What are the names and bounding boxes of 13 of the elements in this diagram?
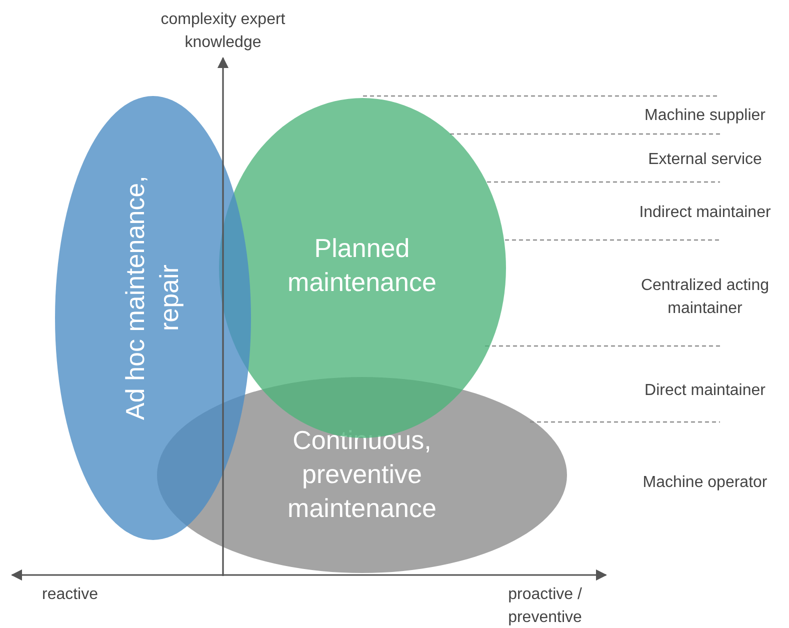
ellipse-area	[55, 96, 251, 540]
area-label: Planned maintenance	[286, 232, 438, 299]
axis-label: complexity expert knowledge	[160, 10, 286, 54]
axis-label: reactive	[40, 585, 100, 605]
level-label: Machine operator	[642, 473, 768, 493]
area-label: Ad hoc maintenance, repair	[119, 174, 185, 422]
level-label: Centralized acting maintainer	[640, 276, 770, 320]
level-label: Indirect maintainer	[638, 203, 772, 223]
axis-label: proactive / preventive	[507, 585, 583, 628]
area-label: Continuous, preventive maintenance	[286, 424, 438, 525]
level-label: Machine supplier	[644, 106, 766, 126]
level-label: External service	[647, 150, 763, 170]
level-label: Direct maintainer	[644, 381, 766, 401]
